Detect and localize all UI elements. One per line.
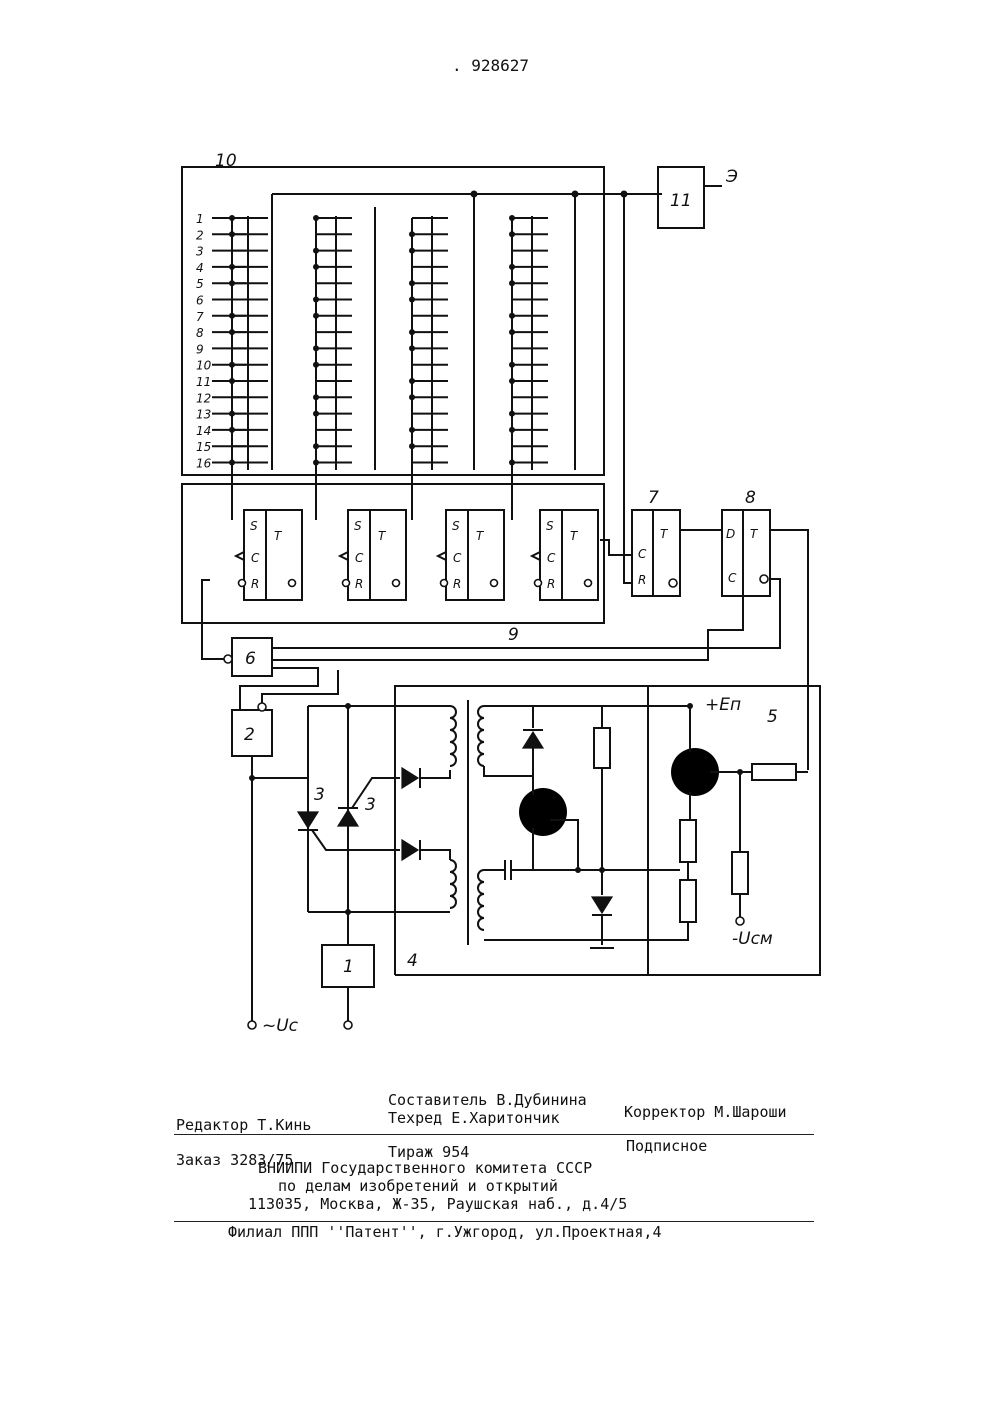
svg-text:T: T <box>274 529 283 543</box>
svg-text:T: T <box>750 527 759 541</box>
input-number: 11 <box>196 375 211 389</box>
org-line-2: по делам изобретений и открытий <box>278 1177 558 1195</box>
input-number: 5 <box>196 277 204 291</box>
svg-text:T: T <box>378 529 387 543</box>
input-number: 3 <box>196 245 204 259</box>
svg-text:R: R <box>251 577 259 591</box>
svg-text:C: C <box>453 551 462 565</box>
svg-text:R: R <box>638 573 646 587</box>
editor-line: Редактор Т.Кинь <box>176 1116 311 1134</box>
thyristor-3a-label: 3 <box>314 785 325 805</box>
input-number: 1 <box>196 212 204 226</box>
svg-text:S: S <box>354 519 362 533</box>
input-number: 16 <box>196 457 212 471</box>
svg-text:C: C <box>251 551 260 565</box>
svg-text:C: C <box>728 571 737 585</box>
svg-text:T: T <box>476 529 485 543</box>
svg-text:C: C <box>355 551 364 565</box>
block-10-label: 10 <box>215 151 237 171</box>
corrector-line: Корректор М.Шароши <box>624 1103 787 1121</box>
input-number: 14 <box>196 424 211 438</box>
rule-1 <box>174 1134 814 1135</box>
svg-text:T: T <box>570 529 579 543</box>
block-6-label: 6 <box>245 649 256 669</box>
circuit-diagram: 10 11 Э 12345678910111213141516 9 SCRTSC… <box>0 0 1000 1060</box>
compiler-line: Составитель В.Дубинина <box>388 1091 587 1109</box>
source-label: ~Uс <box>262 1016 299 1036</box>
svg-text:S: S <box>452 519 460 533</box>
bias-label: -Uсм <box>732 929 773 949</box>
block-1-label: 1 <box>343 957 354 977</box>
output-label: Э <box>725 167 738 187</box>
input-number: 15 <box>196 440 211 454</box>
svg-text:R: R <box>355 577 363 591</box>
branch-line: Филиал ППП ''Патент'', г.Ужгород, ул.Про… <box>228 1223 661 1241</box>
org-address: 113035, Москва, Ж-35, Раушская наб., д.4… <box>248 1195 627 1213</box>
svg-text:D: D <box>726 527 735 541</box>
block-4-label: 4 <box>407 951 418 971</box>
svg-text:R: R <box>547 577 555 591</box>
input-number: 8 <box>196 326 204 340</box>
input-number: 7 <box>196 310 204 324</box>
thyristor-3b-label: 3 <box>365 795 376 815</box>
input-number: 2 <box>196 228 204 242</box>
rule-2 <box>174 1221 814 1222</box>
subscription-line: Подписное <box>626 1137 707 1155</box>
trigger-8-label: 8 <box>745 488 756 508</box>
svg-text:T: T <box>660 527 669 541</box>
techred-line: Техред Е.Харитончик <box>388 1109 560 1127</box>
svg-text:S: S <box>250 519 258 533</box>
block-10-frame <box>182 167 604 475</box>
block-11-label: 11 <box>670 191 692 211</box>
svg-text:C: C <box>638 547 647 561</box>
supply-label: +Eп <box>705 695 741 715</box>
svg-text:C: C <box>547 551 556 565</box>
input-number: 4 <box>196 261 204 275</box>
input-number: 12 <box>196 391 211 405</box>
input-number: 6 <box>196 294 204 308</box>
input-number: 13 <box>196 408 211 422</box>
block-5-label: 5 <box>767 707 778 727</box>
block-2-label: 2 <box>244 725 255 745</box>
svg-text:R: R <box>453 577 461 591</box>
block-9-label: 9 <box>508 625 519 645</box>
input-number: 9 <box>196 342 204 356</box>
trigger-7-label: 7 <box>648 488 659 508</box>
svg-text:S: S <box>546 519 554 533</box>
org-line-1: ВНИИПИ Государственного комитета СССР <box>258 1159 592 1177</box>
input-number: 10 <box>196 359 212 373</box>
